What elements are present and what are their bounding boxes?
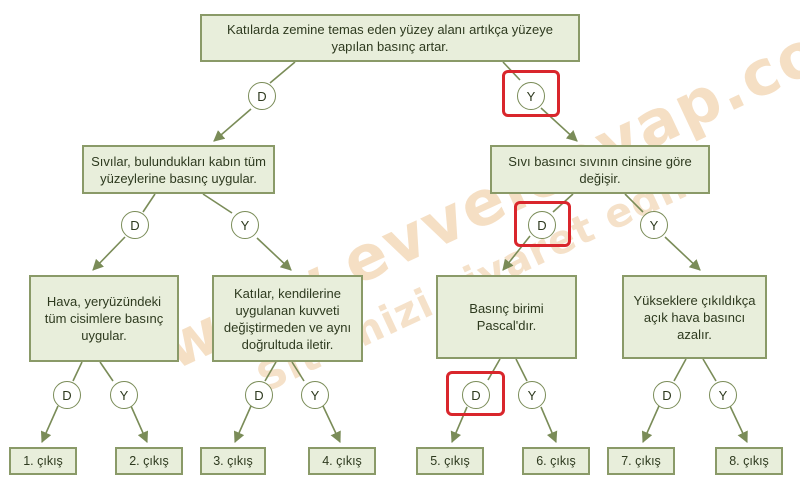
output-box-8: 8. çıkış xyxy=(715,447,783,475)
answer-node-y: Y xyxy=(301,381,329,409)
edge-right-d-rl xyxy=(502,235,531,271)
edge-left-y xyxy=(202,193,233,214)
edge-left-d-ll xyxy=(92,236,126,271)
highlight-frame xyxy=(514,201,571,247)
edge-right-y xyxy=(624,193,644,213)
answer-node-d: D xyxy=(121,211,149,239)
edge-out3 xyxy=(233,405,252,444)
answer-node-d: D xyxy=(245,381,273,409)
answer-node-y: Y xyxy=(110,381,138,409)
edge-right-y-rr xyxy=(664,236,701,271)
edge-lr-y xyxy=(291,361,305,382)
highlight-frame xyxy=(446,371,505,416)
output-box-3: 3. çıkış xyxy=(200,447,266,475)
output-box-1: 1. çıkış xyxy=(9,447,77,475)
edge-out4 xyxy=(322,405,341,444)
answer-node-d: D xyxy=(462,381,490,409)
edge-ll-d xyxy=(72,361,83,382)
edge-left-y-lr xyxy=(256,237,292,271)
edge-out2 xyxy=(130,405,149,444)
answer-node-y: Y xyxy=(231,211,259,239)
answer-node-d: D xyxy=(248,82,276,110)
edge-rl-y xyxy=(515,358,528,382)
edge-root-d xyxy=(269,61,296,84)
edge-out7 xyxy=(641,405,660,444)
output-box-2: 2. çıkış xyxy=(115,447,183,475)
answer-node-y: Y xyxy=(640,211,668,239)
edge-d-left xyxy=(213,108,252,142)
ll-statement: Hava, yeryüzündeki tüm cisimlere basınç … xyxy=(29,275,179,362)
edge-rr-d xyxy=(673,358,687,382)
output-box-6: 6. çıkış xyxy=(522,447,590,475)
edge-left-d xyxy=(142,193,156,213)
answer-node-y: Y xyxy=(517,82,545,110)
edge-lr-d xyxy=(264,361,277,382)
output-box-5: 5. çıkış xyxy=(416,447,484,475)
right-statement: Sıvı basıncı sıvının cinsine göre değişi… xyxy=(490,145,710,194)
root-statement: Katılarda zemine temas eden yüzey alanı … xyxy=(200,14,580,62)
edge-out6 xyxy=(540,406,558,444)
answer-node-y: Y xyxy=(709,381,737,409)
answer-node-d: D xyxy=(653,381,681,409)
answer-node-d: D xyxy=(53,381,81,409)
edge-out8 xyxy=(729,405,748,444)
output-box-7: 7. çıkış xyxy=(607,447,675,475)
rl-statement: Basınç birimi Pascal'dır. xyxy=(436,275,577,359)
lr-statement: Katılar, kendilerine uygulanan kuvveti d… xyxy=(212,275,363,362)
left-statement: Sıvılar, bulundukları kabın tüm yüzeyler… xyxy=(82,145,275,194)
edge-out1 xyxy=(40,405,59,444)
edge-y-right xyxy=(540,107,578,142)
highlight-frame xyxy=(502,70,560,117)
edge-rr-y xyxy=(702,358,717,382)
rr-statement: Yükseklere çıkıldıkça açık hava basıncı … xyxy=(622,275,767,359)
output-box-4: 4. çıkış xyxy=(308,447,376,475)
answer-node-y: Y xyxy=(518,381,546,409)
answer-node-d: D xyxy=(528,211,556,239)
edge-out5 xyxy=(450,406,468,444)
edge-rl-d xyxy=(487,358,501,381)
edge-ll-y xyxy=(99,361,114,382)
